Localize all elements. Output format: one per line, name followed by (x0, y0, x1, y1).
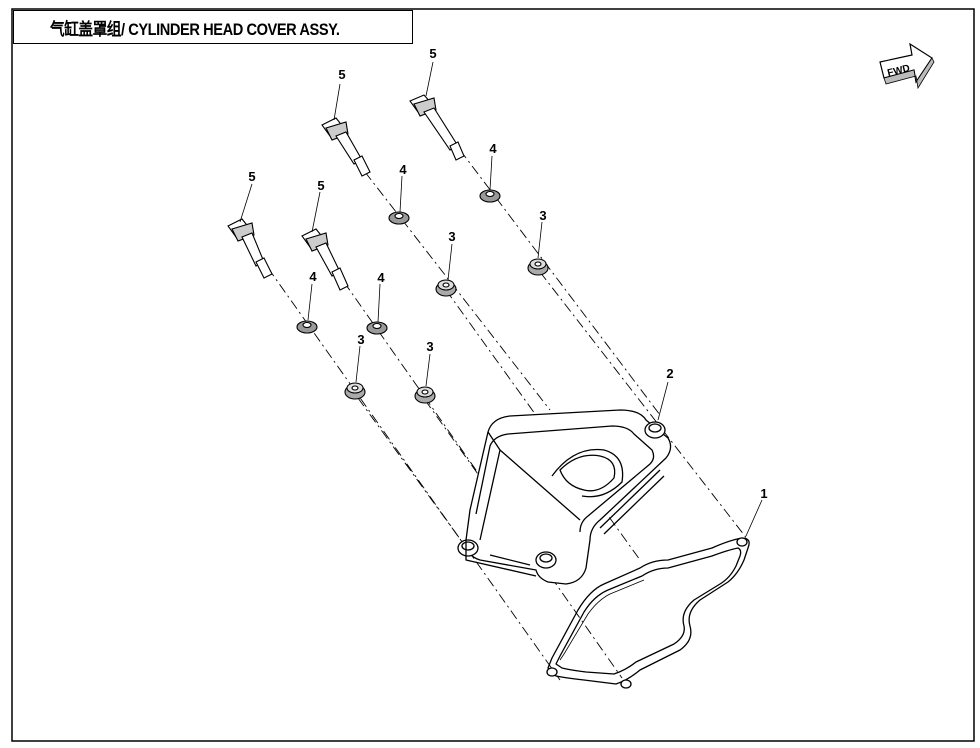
callout-washer-b: 4 (399, 162, 407, 177)
grommet-1 (527, 258, 549, 276)
washer-2 (388, 211, 410, 225)
grommet-2 (435, 279, 457, 297)
cover-gasket (546, 537, 750, 689)
page-title: 气缸盖罩组/ CYLINDER HEAD COVER ASSY. (50, 19, 340, 39)
washer-1 (479, 189, 501, 203)
callout-grommet-a: 3 (539, 208, 546, 223)
washer-4 (366, 321, 388, 335)
callout-washer-a: 4 (489, 141, 497, 156)
cylinder-head-cover (457, 409, 672, 585)
callout-bolt-c: 5 (248, 169, 255, 184)
callout-bolt-b: 5 (338, 67, 345, 82)
assembly-lines (267, 149, 749, 681)
forward-arrow-icon: FWD (879, 42, 935, 90)
bolt-mid-left (227, 218, 273, 279)
callout-grommet-b: 3 (448, 229, 455, 244)
bolt-top-left (321, 117, 371, 177)
title-box: 气缸盖罩组/ CYLINDER HEAD COVER ASSY. (13, 10, 413, 44)
callout-grommet-d: 3 (426, 339, 433, 354)
bolt-top-right (409, 94, 465, 161)
callout-gasket: 1 (760, 486, 767, 501)
callout-labels: 5 5 5 5 4 4 4 4 3 3 3 3 2 1 (248, 46, 767, 501)
callout-bolt-a: 5 (429, 46, 436, 61)
drawing-border (11, 8, 975, 742)
leader-lines (239, 61, 763, 537)
grommet-4 (414, 386, 436, 404)
fwd-label: FWD (886, 63, 911, 79)
callout-grommet-c: 3 (357, 332, 364, 347)
callout-washer-d: 4 (377, 270, 385, 285)
grommet-3 (344, 382, 366, 400)
callout-bolt-d: 5 (317, 178, 324, 193)
callout-washer-c: 4 (309, 269, 317, 284)
washer-3 (296, 320, 318, 334)
bolt-mid-right (301, 228, 349, 291)
callout-cover: 2 (666, 366, 673, 381)
